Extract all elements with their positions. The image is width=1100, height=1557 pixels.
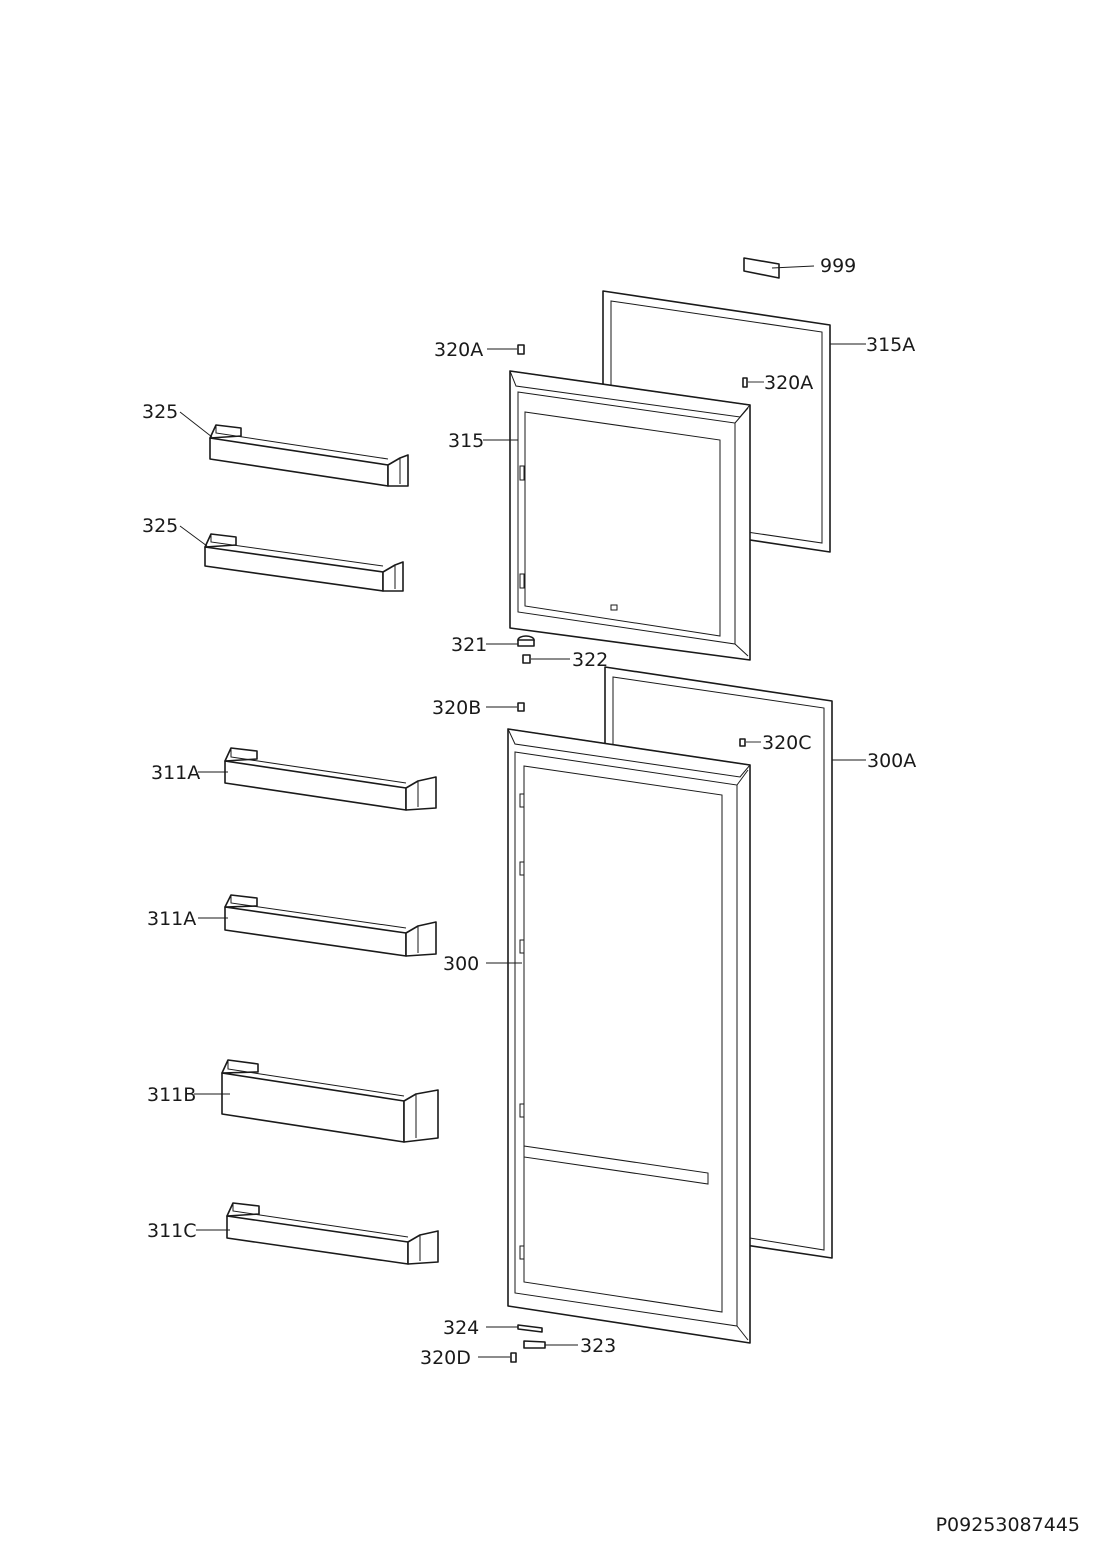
callout-325-middle: 325 <box>142 515 178 537</box>
callout-315A: 315A <box>866 334 915 356</box>
callout-321: 321 <box>451 634 487 656</box>
document-number: P09253087445 <box>936 1514 1080 1536</box>
part-300-fridge-door <box>486 728 751 1344</box>
callout-320A-right: 320A <box>764 372 813 394</box>
callout-311A-top: 311A <box>151 762 200 784</box>
callout-325-top: 325 <box>142 401 178 423</box>
callout-300: 300 <box>443 953 479 975</box>
part-320A-right-hinge-bushing <box>742 377 764 388</box>
part-315-freezer-door <box>483 370 751 661</box>
callout-311A-middle: 311A <box>147 908 196 930</box>
part-323-lower-hinge <box>523 1340 578 1349</box>
callout-300A: 300A <box>867 750 916 772</box>
callout-320D: 320D <box>420 1347 471 1369</box>
callout-322: 322 <box>572 649 608 671</box>
callout-311B: 311B <box>147 1084 196 1106</box>
callout-320B: 320B <box>432 697 481 719</box>
part-311B-large-fridge-shelf <box>194 1059 439 1143</box>
part-325-top-freezer-shelf <box>179 411 409 487</box>
part-325-middle-freezer-shelf <box>179 525 404 592</box>
part-311A-middle-fridge-shelf <box>198 894 437 957</box>
part-999-label-card <box>743 257 815 279</box>
callout-320C: 320C <box>762 732 812 754</box>
part-321-hinge-cover <box>486 635 535 647</box>
part-320C-bushing <box>739 738 761 747</box>
callout-311C: 311C <box>147 1220 197 1242</box>
part-320B-bushing <box>486 702 525 712</box>
part-320A-left-hinge-bushing <box>487 344 525 355</box>
part-320D-bushing <box>478 1352 517 1363</box>
callout-315: 315 <box>448 430 484 452</box>
callout-999: 999 <box>820 255 856 277</box>
callout-324: 324 <box>443 1317 479 1339</box>
part-311C-bottom-fridge-shelf <box>196 1202 439 1265</box>
callout-320A-left: 320A <box>434 339 483 361</box>
part-324-hinge-pin <box>486 1324 543 1333</box>
part-322-hinge-bracket <box>522 654 570 664</box>
callout-323: 323 <box>580 1335 616 1357</box>
part-311A-top-fridge-shelf <box>198 747 437 811</box>
